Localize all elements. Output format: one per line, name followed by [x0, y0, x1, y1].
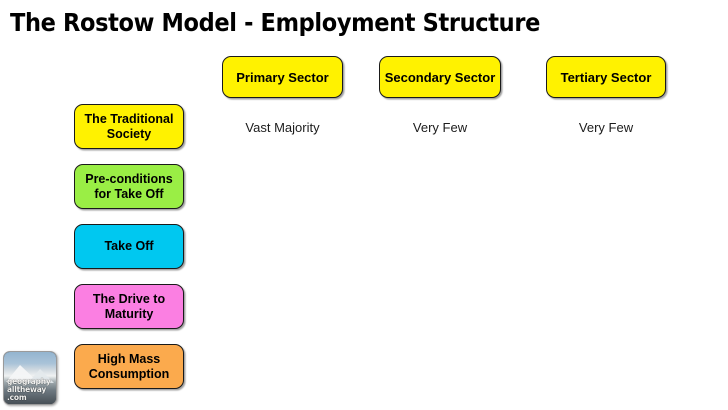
sector-header-label: Primary Sector	[236, 69, 329, 85]
mountain-peak-shape-secondary	[28, 369, 54, 383]
stage-box-label: The Traditional Society	[84, 111, 174, 141]
page-title: The Rostow Model - Employment Structure	[10, 8, 540, 37]
stage-box-high-mass-consumption: High Mass Consumption	[74, 344, 184, 389]
stage-box-preconditions-for-take-off: Pre-conditions for Take Off	[74, 164, 184, 209]
sector-header-primary: Primary Sector	[222, 56, 343, 98]
watermark-logo: geography alltheway .com	[3, 351, 57, 405]
watermark-text: geography alltheway .com	[4, 377, 56, 404]
stage-box-take-off: Take Off	[74, 224, 184, 269]
stage-box-label: High Mass Consumption	[88, 351, 170, 381]
sector-header-label: Secondary Sector	[384, 69, 496, 85]
sector-value-secondary: Very Few	[412, 120, 468, 135]
stage-box-label: The Drive to Maturity	[92, 291, 166, 321]
watermark-line-2: alltheway	[7, 385, 47, 394]
mountain-photo-icon	[4, 352, 56, 404]
stage-box-traditional-society: The Traditional Society	[74, 104, 184, 149]
sector-header-tertiary: Tertiary Sector	[546, 56, 666, 98]
sector-value-primary: Vast Majority	[245, 120, 320, 135]
sector-header-secondary: Secondary Sector	[379, 56, 501, 98]
watermark-line-1: geography	[7, 377, 51, 386]
watermark-line-3: .com	[7, 393, 27, 402]
stage-box-label: Take Off	[104, 239, 154, 253]
sector-value-tertiary: Very Few	[578, 120, 634, 135]
stage-box-drive-to-maturity: The Drive to Maturity	[74, 284, 184, 329]
stage-box-label: Pre-conditions for Take Off	[85, 171, 173, 201]
sector-header-label: Tertiary Sector	[560, 69, 652, 85]
